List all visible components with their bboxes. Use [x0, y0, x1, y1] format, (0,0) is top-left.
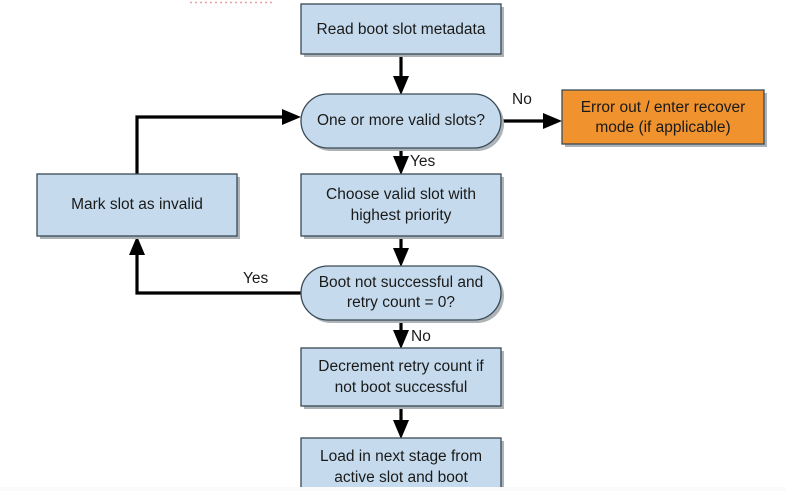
one-or-more-valid-slots-shape	[300, 93, 502, 149]
edge-boot-check-no-to-decrement	[393, 320, 409, 349]
edge-label-no-decrement: No	[411, 328, 431, 345]
error-out-line-2: mode (if applicable)	[595, 119, 730, 136]
edge-label-yes-choose: Yes	[410, 153, 436, 170]
mark-slot-as-invalid-shape	[36, 173, 238, 237]
edge-boot-check-yes-to-mark-invalid	[129, 236, 301, 295]
error-out-enter-recover-mode-shape	[561, 89, 765, 145]
load-next-stage-line-1: Load in next stage from	[320, 448, 482, 465]
edge-label-no-error: No	[512, 91, 532, 108]
edge-choose-to-boot-check	[393, 236, 409, 267]
choose-valid-slot-line-2: highest priority	[351, 207, 452, 224]
choose-valid-slot-shape	[300, 173, 502, 237]
node-mark-slot-as-invalid[interactable]: Mark slot as invalid	[36, 173, 240, 239]
edge-mark-invalid-to-valid	[135, 109, 301, 174]
load-next-stage-line-2: active slot and boot	[334, 469, 468, 486]
node-decrement-retry-count[interactable]: Decrement retry count if not boot succes…	[300, 347, 504, 409]
node-choose-valid-slot-highest-priority[interactable]: Choose valid slot with highest priority	[300, 173, 504, 239]
read-boot-slot-metadata-label: Read boot slot metadata	[317, 21, 486, 38]
edge-read-to-valid	[393, 54, 409, 95]
bottom-edge-band	[0, 487, 786, 491]
node-read-boot-slot-metadata[interactable]: Read boot slot metadata	[300, 3, 504, 57]
choose-valid-slot-line-1: Choose valid slot with	[326, 186, 476, 203]
load-next-stage-shape	[300, 437, 502, 491]
read-boot-slot-metadata-shape	[300, 3, 502, 55]
node-error-out-enter-recover-mode[interactable]: Error out / enter recover mode (if appli…	[561, 89, 767, 147]
edge-valid-yes-to-choose	[393, 148, 409, 175]
decrement-retry-count-line-2: not boot successful	[335, 379, 468, 396]
edge-valid-no-to-error	[501, 113, 562, 129]
edge-decrement-to-load	[393, 406, 409, 439]
mark-slot-as-invalid-label: Mark slot as invalid	[71, 196, 203, 213]
node-boot-not-successful-retry-count-zero[interactable]: Boot not successful and retry count = 0?	[300, 265, 504, 323]
node-one-or-more-valid-slots[interactable]: One or more valid slots?	[300, 93, 504, 151]
boot-not-successful-shape	[300, 265, 502, 321]
error-out-line-1: Error out / enter recover	[581, 99, 746, 116]
edge-label-yes-mark-invalid: Yes	[243, 270, 269, 287]
decrement-retry-count-line-1: Decrement retry count if	[318, 358, 484, 375]
boot-not-successful-line-2: retry count = 0?	[347, 294, 456, 311]
one-or-more-valid-slots-label: One or more valid slots?	[317, 112, 485, 129]
node-load-next-stage-from-active-slot[interactable]: Load in next stage from active slot and …	[300, 437, 504, 491]
boot-not-successful-line-1: Boot not successful and	[319, 274, 484, 291]
decrement-retry-count-shape	[300, 347, 502, 407]
